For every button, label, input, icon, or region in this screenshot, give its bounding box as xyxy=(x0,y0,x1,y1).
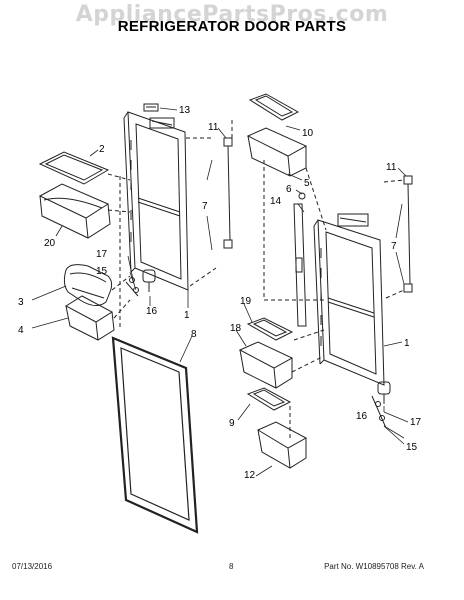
callout-3: 3 xyxy=(18,297,24,308)
callout-10: 10 xyxy=(302,128,314,139)
callout-5: 5 xyxy=(304,178,310,189)
page-title: REFRIGERATOR DOOR PARTS xyxy=(117,18,347,35)
right-shelf-10 xyxy=(248,93,300,121)
callout-4: 4 xyxy=(18,325,24,336)
callout-15-right: 15 xyxy=(406,442,418,453)
right-bin-5 xyxy=(246,127,308,177)
right-bin-12 xyxy=(256,421,308,469)
hinge-11-right xyxy=(403,175,413,293)
callout-18: 18 xyxy=(230,323,242,334)
right-bin-18 xyxy=(238,341,294,389)
left-dairy-cover-3 xyxy=(63,264,113,306)
right-shelf-9 xyxy=(246,387,292,411)
callout-8: 8 xyxy=(191,329,197,340)
callout-12: 12 xyxy=(244,470,256,481)
leader-lines xyxy=(31,107,409,477)
callout-7-right: 7 xyxy=(391,241,397,252)
rail-14 xyxy=(293,203,307,327)
hinge-parts-15-17-right xyxy=(371,395,387,429)
callout-1-left: 1 xyxy=(184,310,190,321)
footer-page-number: 8 xyxy=(229,562,234,571)
callout-16-right: 16 xyxy=(356,411,368,422)
hinge-pin-16-right xyxy=(377,381,391,404)
callout-11-right: 11 xyxy=(386,162,397,173)
callout-1-right: 1 xyxy=(404,338,410,349)
door-gasket xyxy=(111,336,199,534)
callout-13: 13 xyxy=(179,105,191,116)
assembly-dashed-lines xyxy=(107,120,405,440)
callout-17-right: 17 xyxy=(410,417,422,428)
callout-15-left: 15 xyxy=(96,266,108,277)
footer-part-number: Part No. W10895708 Rev. A xyxy=(324,562,424,571)
callout-16-left: 16 xyxy=(146,306,158,317)
hinge-11-left xyxy=(223,137,233,249)
screw-6 xyxy=(298,192,306,200)
callout-19: 19 xyxy=(240,296,252,307)
callout-20: 20 xyxy=(44,238,56,249)
callout-labels: 13 2 20 3 4 17 15 16 1 8 7 11 10 5 6 14 … xyxy=(18,105,422,481)
hinge-parts-15-17-left xyxy=(125,277,139,297)
hinge-cover-13 xyxy=(143,103,159,112)
callout-2: 2 xyxy=(99,144,105,155)
left-shelf-2 xyxy=(38,151,110,185)
callout-9: 9 xyxy=(229,418,235,429)
callout-17-left: 17 xyxy=(96,249,108,260)
exploded-parts-diagram: 13 2 20 3 4 17 15 16 1 8 7 11 10 5 6 14 … xyxy=(18,93,422,534)
left-bin-4 xyxy=(65,295,115,341)
watermark-logo: AppliancePartsPros.com xyxy=(75,2,389,27)
callout-11-left: 11 xyxy=(208,122,219,133)
left-door-outline xyxy=(123,111,189,291)
callout-14: 14 xyxy=(270,196,282,207)
right-door-outline xyxy=(313,213,385,386)
callout-6: 6 xyxy=(286,184,292,195)
callout-7-left: 7 xyxy=(202,201,208,212)
hinge-pin-16-left xyxy=(142,269,156,292)
footer-date: 07/13/2016 xyxy=(12,562,53,571)
right-shelf-19 xyxy=(246,317,294,341)
left-bin-20 xyxy=(38,183,111,239)
